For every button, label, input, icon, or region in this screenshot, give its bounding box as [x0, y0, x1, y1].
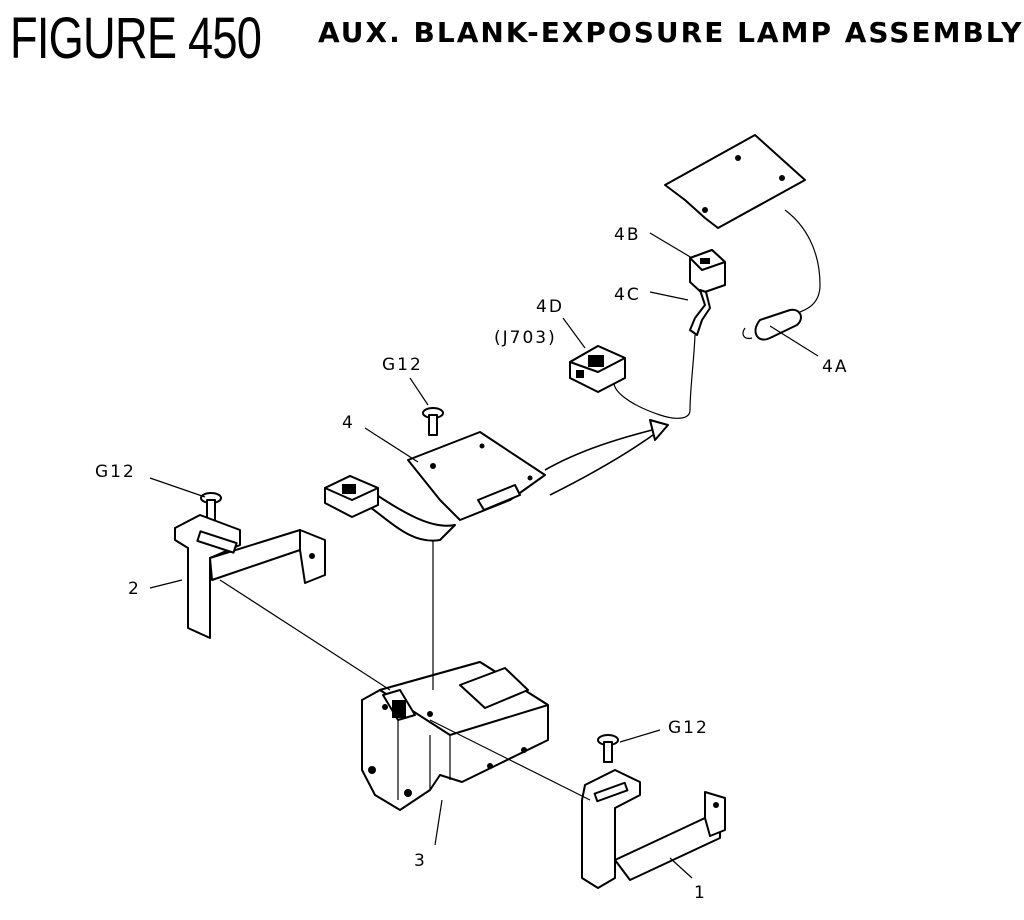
connector-housing-4d	[569, 345, 626, 393]
screw-g12-top	[422, 407, 444, 436]
label-2: 2	[128, 579, 141, 599]
part-4-lamp-board	[407, 431, 546, 521]
harness-connector	[324, 475, 379, 518]
bracket-1	[581, 769, 726, 889]
label-4d: 4D	[536, 297, 564, 317]
arrow-head	[649, 419, 669, 441]
lamp-lead-wire-left	[742, 327, 753, 340]
label-g12-right: G12	[668, 718, 709, 738]
bracket-2	[174, 514, 326, 639]
label-4b: 4B	[614, 225, 640, 245]
leader-lines	[149, 232, 819, 879]
alignment-lines	[219, 540, 591, 801]
wire-harness	[359, 491, 456, 542]
arrow-lower	[549, 429, 661, 496]
label-g12-top: G12	[382, 355, 423, 375]
figure-number: FIGURE 450	[10, 6, 262, 71]
lamp-circuit-board	[664, 134, 806, 229]
label-g12-left: G12	[95, 462, 136, 482]
figure-title: AUX. BLANK-EXPOSURE LAMP ASSEMBLY	[318, 16, 1024, 49]
lamp-lead-wire	[784, 209, 821, 313]
label-3: 3	[414, 851, 427, 871]
arrow-upper	[544, 427, 661, 471]
label-1: 1	[694, 883, 707, 903]
screw-g12-right	[597, 734, 619, 763]
housing-3	[361, 661, 549, 811]
label-4c: 4C	[614, 285, 641, 305]
label-j703: (J703)	[494, 328, 557, 348]
connector-4b	[689, 249, 726, 294]
label-4a: 4A	[822, 357, 848, 377]
terminal-4c	[613, 289, 711, 419]
label-4: 4	[342, 413, 355, 433]
lamp-4a	[754, 308, 802, 341]
